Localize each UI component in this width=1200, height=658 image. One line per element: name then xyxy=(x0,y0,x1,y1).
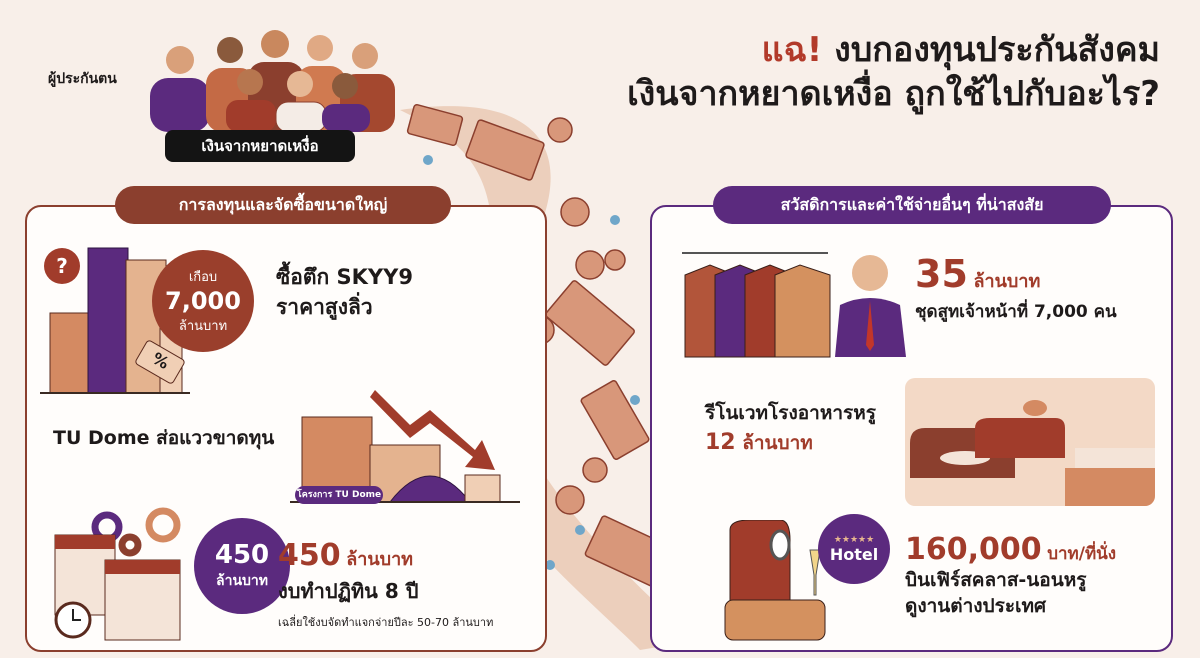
tudome-illustration xyxy=(290,390,520,503)
calendar-illustration xyxy=(54,507,181,641)
badge-value: 7,000 xyxy=(165,287,241,315)
people-illustration xyxy=(150,30,395,132)
calendar-note: เฉลี่ยใช้งบจัดทำแจกจ่ายปีละ 50-70 ล้านบา… xyxy=(278,616,494,629)
canteen-unit: ล้านบาท xyxy=(742,432,813,454)
suits-illustration xyxy=(682,252,906,358)
suits-line1: ชุดสูทเจ้าหน้าที่ 7,000 คน xyxy=(915,302,1117,322)
tudome-label: โครงการ TU Dome xyxy=(295,486,383,504)
skyy9-line1: ซื้อตึก SKYY9 xyxy=(276,265,413,289)
canteen-amount: 12 xyxy=(705,430,736,455)
official-avatar xyxy=(852,255,888,291)
question-icon xyxy=(44,248,80,284)
canteen-text: รีโนเวทโรงอาหารหรู 12 ล้านบาท xyxy=(705,398,876,458)
airplane-window-icon xyxy=(769,529,791,561)
suits-text: 35 ล้านบาท ชุดสูทเจ้าหน้าที่ 7,000 คน xyxy=(915,252,1117,325)
suits-amount: 35 xyxy=(915,252,968,296)
badge-unit: ล้านบาท xyxy=(178,319,228,334)
skyy9-line2: ราคาสูงลิ่ว xyxy=(276,295,373,319)
sweat-money-tag: เงินจากหยาดเหงื่อ xyxy=(165,130,355,162)
svg-text:?: ? xyxy=(56,254,68,278)
investment-heading: การลงทุนและจัดซื้อขนาดใหญ่ xyxy=(115,186,451,224)
hotel-label: Hotel xyxy=(829,544,879,564)
person-icon xyxy=(150,30,395,132)
canteen-line1: รีโนเวทโรงอาหารหรู xyxy=(705,402,876,424)
page-title: แฉ! งบกองทุนประกันสังคม เงินจากหยาดเหงื่… xyxy=(627,28,1160,116)
flight-line2: ดูงานต่างประเทศ xyxy=(905,595,1047,617)
flight-line1: บินเฟิร์สคลาส-นอนหรู xyxy=(905,569,1087,591)
badge-unit: ล้านบาท xyxy=(216,573,268,589)
skyy9-text: ซื้อตึก SKYY9 ราคาสูงลิ่ว xyxy=(276,262,413,322)
skyy9-badge: เกือบ 7,000 ล้านบาท xyxy=(152,250,254,352)
title-highlight: แฉ! xyxy=(761,30,823,70)
suits-unit: ล้านบาท xyxy=(973,271,1041,292)
insured-label: ผู้ประกันตน xyxy=(48,71,117,87)
calendar-badge: 450 ล้านบาท xyxy=(194,518,290,614)
building-illustration: ? xyxy=(40,247,190,394)
tudome-headline: TU Dome ส่อแววขาดทุน xyxy=(53,427,275,449)
calendar-amount: 450 xyxy=(278,538,341,573)
flight-unit: บาท/ที่นั่ง xyxy=(1047,544,1117,564)
down-trend-arrow-icon xyxy=(370,390,495,470)
calendar-text: 450 ล้านบาท งบทำปฏิทิน 8 ปี เฉลี่ยใช้งบจ… xyxy=(278,538,493,631)
flight-text: 160,000 บาท/ที่นั่ง บินเฟิร์สคลาส-นอนหรู… xyxy=(905,532,1116,619)
flight-amount: 160,000 xyxy=(905,532,1042,567)
calendar-unit: ล้านบาท xyxy=(346,549,414,570)
canteen-illustration xyxy=(905,378,1155,506)
badge-value: 450 xyxy=(214,540,270,570)
first-class-seat-illustration xyxy=(724,520,826,641)
title-line2: เงินจากหยาดเหงื่อ ถูกใช้ไปกับอะไร? xyxy=(627,74,1160,114)
welfare-heading: สวัสดิการและค่าใช้จ่ายอื่นๆ ที่น่าสงสัย xyxy=(713,186,1111,224)
calendar-line1: งบทำปฏิทิน 8 ปี xyxy=(278,579,419,603)
badge-top: เกือบ xyxy=(188,270,218,285)
hotel-badge: ★★★★★ Hotel xyxy=(818,514,890,584)
star-rating-icon: ★★★★★ xyxy=(833,534,875,545)
title-line1: งบกองทุนประกันสังคม xyxy=(834,30,1160,70)
